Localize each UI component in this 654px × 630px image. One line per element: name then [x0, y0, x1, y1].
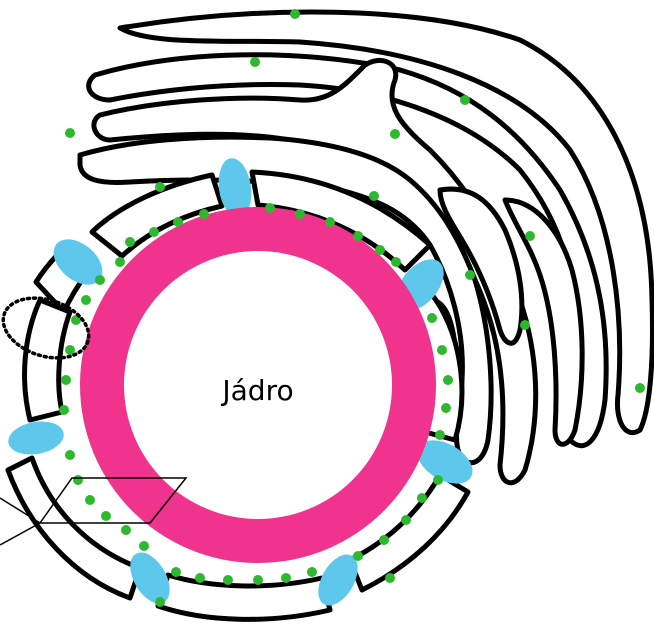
nuclear-pore — [6, 417, 67, 458]
ribosome-dot — [65, 128, 75, 138]
ribosome-dot — [433, 475, 443, 485]
ribosome-dot — [441, 403, 451, 413]
ribosome-dot — [121, 525, 131, 535]
ribosome-dot — [295, 209, 305, 219]
ribosome-dot — [427, 313, 437, 323]
ribosome-dot — [125, 237, 135, 247]
ribosome-dot — [379, 535, 389, 545]
ribosome-dot — [437, 345, 447, 355]
ribosome-dot — [435, 430, 445, 440]
ribosome-dot — [443, 375, 453, 385]
ribosome-dot — [223, 575, 233, 585]
ribosome-dot — [325, 217, 335, 227]
ribosome-dot — [281, 573, 291, 583]
ribosome-dot — [149, 227, 159, 237]
ribosome-dot — [101, 511, 111, 521]
ribosome-dot — [115, 257, 125, 267]
ribosome-dot — [199, 209, 209, 219]
ribosome-dot — [465, 270, 475, 280]
ribosome-dot — [290, 9, 300, 19]
ribosome-dot — [95, 275, 105, 285]
ribosome-dot — [139, 541, 149, 551]
ribosome-dot — [375, 245, 385, 255]
ribosome-dot — [155, 182, 165, 192]
ribosome-dot — [353, 231, 363, 241]
ribosome-dot — [417, 493, 427, 503]
ribosome-dot — [173, 217, 183, 227]
ribosome-dot — [59, 405, 69, 415]
nucleus-label: Jádro — [220, 374, 293, 407]
pointer-line — [0, 523, 40, 545]
er-segment-left-long — [25, 300, 70, 420]
nucleus: Jádro — [80, 207, 436, 563]
ribosome-dot — [520, 320, 530, 330]
ribosome-dot — [81, 295, 91, 305]
ribosome-dot — [401, 515, 411, 525]
ribosome-dot — [635, 383, 645, 393]
ribosome-dot — [385, 573, 395, 583]
ribosome-dot — [390, 129, 400, 139]
ribosome-dot — [171, 567, 181, 577]
ribosome-dot — [265, 203, 275, 213]
ribosome-dot — [195, 573, 205, 583]
ribosome-dot — [369, 191, 379, 201]
ribosome-dot — [65, 450, 75, 460]
ribosome-dot — [155, 597, 165, 607]
ribosome-dot — [250, 57, 260, 67]
ribosome-dot — [253, 575, 263, 585]
ribosome-dot — [525, 231, 535, 241]
ribosome-dot — [307, 567, 317, 577]
er-segment-bottom — [158, 575, 330, 619]
ribosome-dot — [391, 257, 401, 267]
ribosome-dot — [85, 495, 95, 505]
ribosome-dot — [61, 375, 71, 385]
ribosome-dot — [73, 475, 83, 485]
ribosome-dot — [353, 551, 363, 561]
ribosome-dot — [460, 95, 470, 105]
